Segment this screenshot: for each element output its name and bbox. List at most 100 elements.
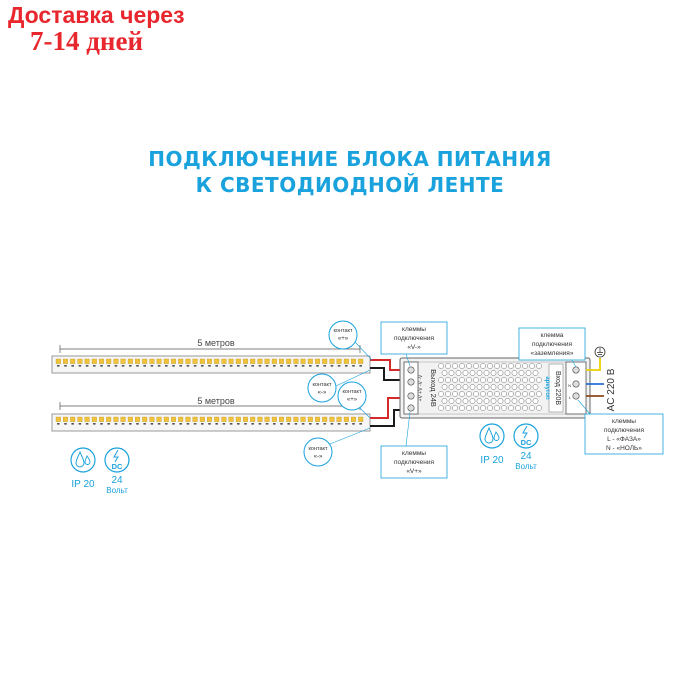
resistor xyxy=(301,365,305,367)
led-chip xyxy=(91,358,97,364)
vent-hole xyxy=(532,370,539,376)
vent-hole xyxy=(490,398,497,404)
resistor xyxy=(143,365,146,367)
vent-hole xyxy=(452,391,458,397)
ac-voltage-label: AC 220 В xyxy=(606,368,617,411)
diagram-title-line1: ПОДКЛЮЧЕНИЕ БЛОКА ПИТАНИЯ xyxy=(148,147,552,171)
vent-hole xyxy=(525,370,532,376)
resistor xyxy=(316,365,319,367)
led-chip xyxy=(264,358,270,364)
vent-hole xyxy=(501,363,507,369)
resistor xyxy=(345,423,348,425)
resistor xyxy=(244,423,247,425)
led-chip xyxy=(77,358,83,364)
led-chip xyxy=(156,416,162,422)
vent-hole xyxy=(455,398,462,404)
vent-hole xyxy=(536,405,542,411)
resistor xyxy=(57,423,60,425)
resistor xyxy=(157,423,161,425)
resistor xyxy=(301,423,305,425)
led-chip xyxy=(149,358,155,364)
vent-hole xyxy=(448,384,455,390)
vent-hole xyxy=(476,398,483,404)
dc-bolt-icon xyxy=(104,447,130,473)
vent-hole xyxy=(455,384,462,390)
led-chip xyxy=(70,358,76,364)
specs-right: IP 20 DC 24 Вольт xyxy=(479,423,539,471)
callout-ground: клемма подключения «заземления» xyxy=(518,327,586,368)
svg-text:контакт: контакт xyxy=(312,382,332,388)
resistor xyxy=(229,365,233,367)
resistor xyxy=(273,423,276,425)
resistor xyxy=(273,365,276,367)
resistor xyxy=(258,365,262,367)
vent-hole xyxy=(445,377,451,383)
svg-text:«заземления»: «заземления» xyxy=(531,350,574,357)
resistor xyxy=(352,423,355,425)
strip-top-length: 5 метров xyxy=(197,338,235,348)
resistor xyxy=(186,365,190,367)
vent-hole xyxy=(480,363,486,369)
resistor xyxy=(193,423,197,425)
vent-hole xyxy=(487,391,493,397)
input-terminal-screws: N L xyxy=(568,366,580,400)
vent-hole xyxy=(515,405,521,411)
vent-hole xyxy=(508,363,514,369)
led-chip xyxy=(271,416,277,422)
svg-text:«-»: «-» xyxy=(318,390,327,396)
led-chip xyxy=(99,416,104,422)
diagram-title-line2: К СВЕТОДИОДНОЙ ЛЕНТЕ xyxy=(195,173,505,197)
delivery-promo-line1: Доставка через xyxy=(8,2,185,28)
resistor xyxy=(359,365,362,367)
svg-text:«+»: «+» xyxy=(338,336,349,342)
resistor xyxy=(215,423,218,425)
resistor xyxy=(157,365,161,367)
led-chip xyxy=(257,358,263,364)
vent-hole xyxy=(462,398,469,404)
svg-text:контакт: контакт xyxy=(308,446,328,452)
resistor xyxy=(57,365,60,367)
contact-plus-top: контакт «+» xyxy=(328,320,373,361)
resistor xyxy=(93,423,96,425)
vent-hole xyxy=(476,370,483,376)
led-chip xyxy=(149,416,155,422)
led-chip xyxy=(315,358,320,364)
output-terminal-screws xyxy=(407,366,415,412)
led-chip xyxy=(358,358,364,364)
resistor xyxy=(265,365,269,367)
resistor xyxy=(165,423,168,425)
led-chip xyxy=(120,416,126,422)
delivery-promo-line2: 7-14 дней xyxy=(30,26,143,56)
specs-left: IP 20 DC 24 Вольт xyxy=(70,447,130,495)
vent-hole xyxy=(494,377,500,383)
led-chip xyxy=(185,358,191,364)
resistor xyxy=(337,423,341,425)
led-chip xyxy=(315,416,320,422)
led-chip xyxy=(171,358,176,364)
led-chip xyxy=(127,416,133,422)
ip-rating-left: IP 20 xyxy=(71,479,95,490)
vent-hole xyxy=(445,391,451,397)
resistor xyxy=(85,423,89,425)
resistor xyxy=(208,365,211,367)
resistor xyxy=(179,365,182,367)
led-chip xyxy=(329,358,335,364)
led-chip xyxy=(171,416,176,422)
dc-label-left: DC xyxy=(112,462,123,471)
vent-hole xyxy=(518,398,525,404)
voltage-left: 24 xyxy=(111,475,123,486)
led-strip-bottom: 5 метров xyxy=(51,396,371,432)
resistor xyxy=(100,365,103,367)
resistor xyxy=(337,365,341,367)
vent-hole xyxy=(494,391,500,397)
led-chip xyxy=(156,358,162,364)
resistor xyxy=(309,365,312,367)
led-chip xyxy=(135,416,140,422)
vent-hole xyxy=(466,391,472,397)
resistor xyxy=(179,423,182,425)
output-terminal-marks: +V +V -V -V xyxy=(418,374,424,401)
resistor xyxy=(64,423,67,425)
psu-brand: apeyron xyxy=(544,376,550,400)
delivery-promo: Доставка через 7-14 дней xyxy=(8,2,185,56)
